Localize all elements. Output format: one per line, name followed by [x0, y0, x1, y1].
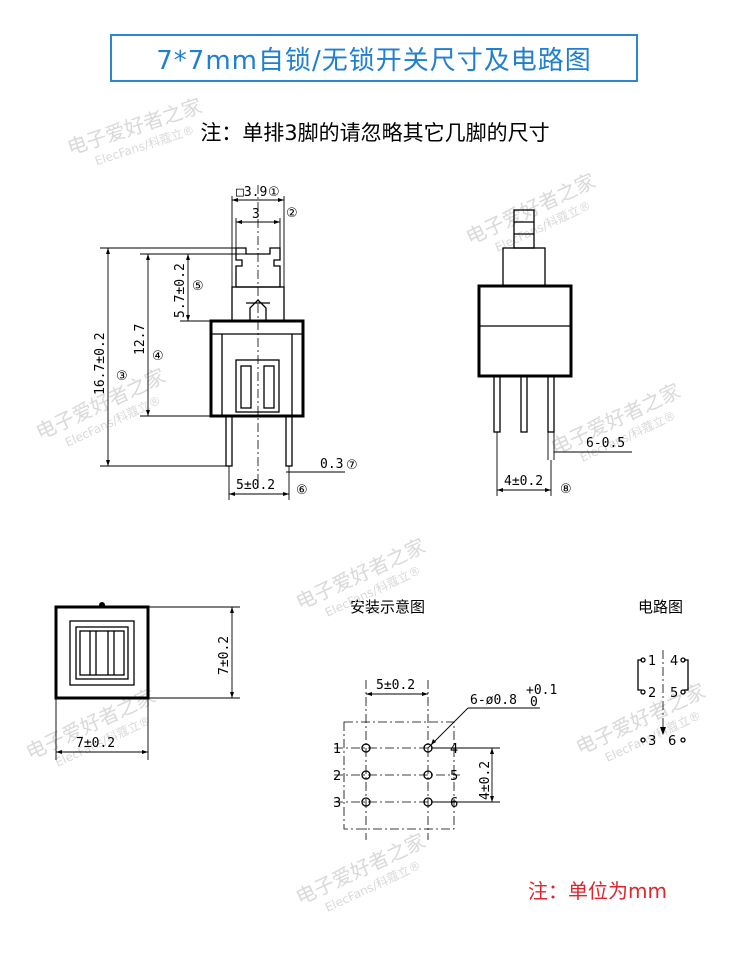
marker-6: ⑥: [296, 483, 308, 498]
top-view: 7±0.2 7±0.2: [54, 602, 240, 760]
dim-pitch: 4±0.2: [504, 474, 543, 489]
install-hole-tol-upper: +0.1: [526, 683, 557, 698]
install-pin-2: 2: [333, 769, 341, 784]
dim-16-7: 16.7±0.2: [93, 332, 108, 395]
install-pitch: 4±0.2: [478, 761, 493, 800]
page-title: 7*7mm自锁/无锁开关尺寸及电路图: [156, 45, 592, 76]
marker-8: ⑧: [560, 482, 572, 497]
circuit-pin-4: 4: [670, 654, 678, 669]
top-note: 注：单排3脚的请忽略其它几脚的尺寸: [200, 121, 550, 145]
dim-3-9: □3.9: [236, 185, 267, 200]
marker-7: ⑦: [346, 458, 358, 473]
front-view: 6-0.5 4±0.2 ⑧: [477, 209, 632, 497]
side-view: □3.9 ① 3 ② 5.7±0.2 ⑤ 12.7 ④ 16.7±0.2 ③: [93, 185, 358, 500]
install-hole-label: 6-ø0.8: [470, 693, 517, 708]
marker-2: ②: [286, 206, 298, 221]
install-diagram: 1 2 3 4 5 6 5±0.2 6-ø0.8 +0.1 0 4±0.2: [333, 678, 557, 840]
dim-12-7: 12.7: [133, 324, 148, 355]
dim-top-width: 7±0.2: [76, 736, 115, 751]
circuit-pin-1: 1: [648, 654, 656, 669]
circuit-diagram: 1 4 2 5 3 6: [637, 650, 689, 749]
install-hole-tol-lower: 0: [530, 695, 538, 710]
circuit-pin-5: 5: [670, 686, 678, 701]
install-pin-6: 6: [450, 796, 458, 811]
install-diagram-label: 安装示意图: [350, 598, 426, 616]
title-box: 7*7mm自锁/无锁开关尺寸及电路图: [110, 34, 638, 82]
install-pin-5: 5: [450, 769, 458, 784]
install-row-spacing: 5±0.2: [376, 678, 415, 693]
dim-5: 5±0.2: [236, 478, 275, 493]
dim-0-3: 0.3: [320, 457, 343, 472]
dim-pin-width: 6-0.5: [586, 436, 625, 451]
circuit-pin-6: 6: [668, 734, 676, 749]
install-pin-4: 4: [450, 742, 458, 757]
marker-1: ①: [268, 185, 280, 200]
circuit-diagram-label: 电路图: [638, 598, 684, 616]
install-pin-3: 3: [333, 796, 341, 811]
dim-3: 3: [252, 207, 260, 222]
marker-5: ⑤: [192, 279, 204, 294]
marker-4: ④: [152, 349, 164, 364]
dim-5-7: 5.7±0.2: [173, 263, 188, 318]
marker-3: ③: [116, 369, 128, 384]
circuit-pin-3: 3: [648, 734, 656, 749]
install-pin-1: 1: [333, 742, 341, 757]
dim-top-height: 7±0.2: [217, 636, 232, 675]
unit-note: 注：单位为mm: [528, 879, 667, 903]
circuit-pin-2: 2: [648, 686, 656, 701]
